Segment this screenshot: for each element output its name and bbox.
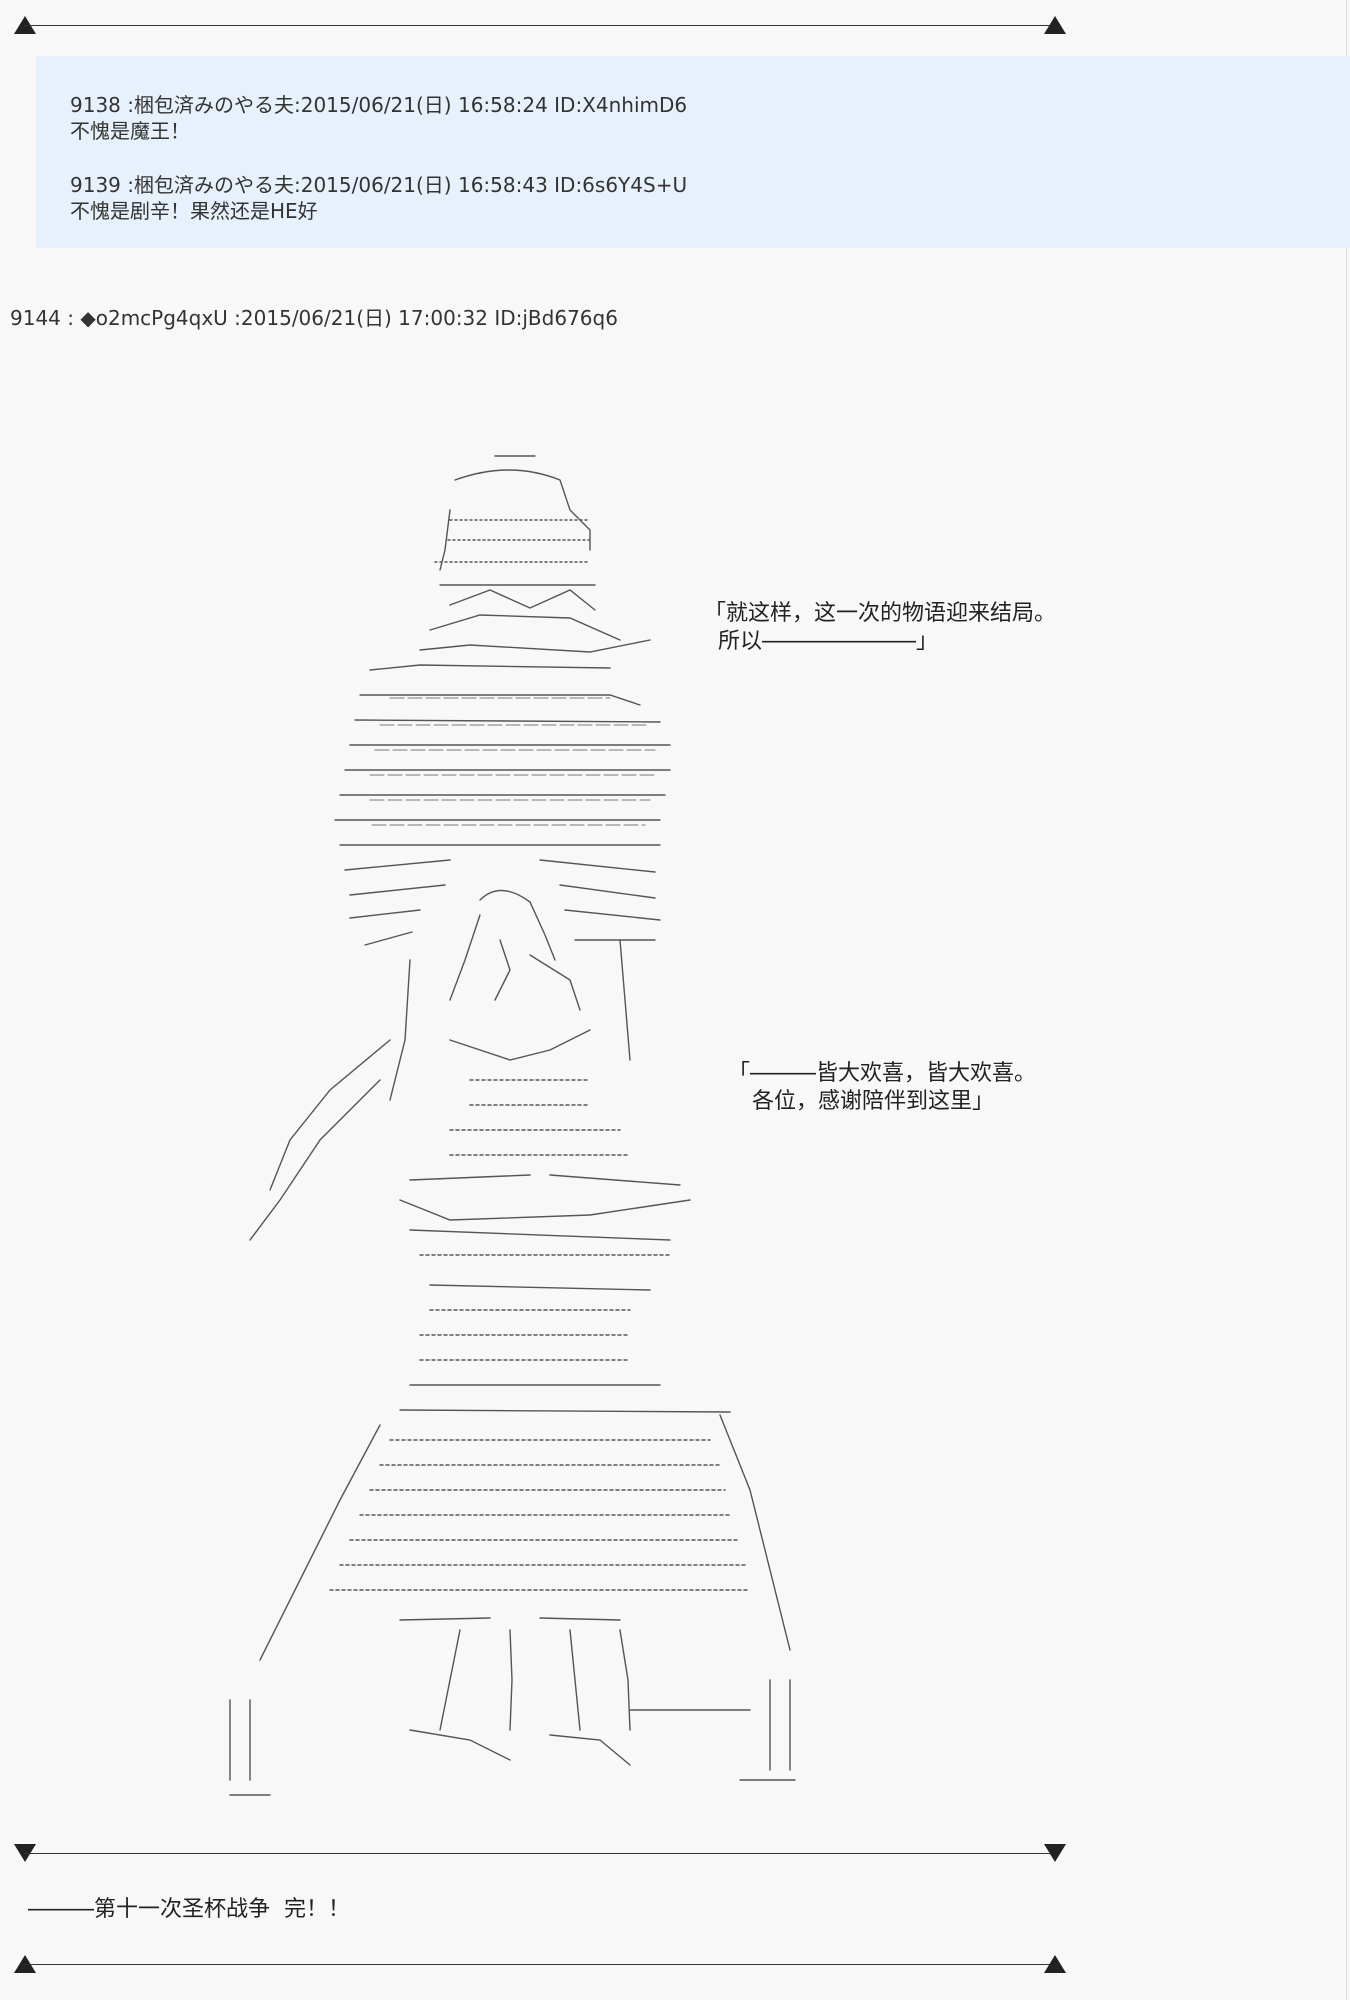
- quoted-post-header: 9138 :梱包済みのやる夫:2015/06/21(日) 16:58:24 ID…: [70, 93, 688, 117]
- triangle-down-icon: [1044, 1844, 1066, 1862]
- divider-line: [24, 25, 1056, 26]
- ascii-art-figure: [150, 440, 870, 1810]
- ascii-art-drawing: [229, 455, 796, 1796]
- quoted-post-body: 不愧是魔王！: [70, 119, 190, 143]
- triangle-up-icon: [1044, 1955, 1066, 1973]
- end-divider: [14, 1955, 1066, 1975]
- speech-line: 所以―――――――」: [718, 629, 939, 654]
- page-edge: [1346, 0, 1347, 2000]
- speech-line: 各位，感谢陪伴到这里」: [752, 1089, 995, 1114]
- triangle-up-icon: [1044, 16, 1066, 34]
- divider-line: [24, 1964, 1056, 1965]
- post-header: 9144 : ◆o2mcPg4qxU :2015/06/21(日) 17:00:…: [10, 306, 618, 330]
- speech-line: 「―――皆大欢喜，皆大欢喜。: [728, 1061, 1037, 1086]
- speech-line: 「就这样，这一次的物语迎来结局。: [704, 601, 1057, 626]
- top-divider: [14, 16, 1066, 36]
- divider-line: [24, 1853, 1056, 1854]
- quoted-post-body: 不愧是剧辛！果然还是HE好: [70, 199, 318, 223]
- footer-text: ―――第十一次圣杯战争 完！！: [28, 1897, 350, 1922]
- quoted-posts-box: [36, 56, 1350, 248]
- bottom-divider: [14, 1844, 1066, 1864]
- quoted-post-header: 9139 :梱包済みのやる夫:2015/06/21(日) 16:58:43 ID…: [70, 173, 688, 197]
